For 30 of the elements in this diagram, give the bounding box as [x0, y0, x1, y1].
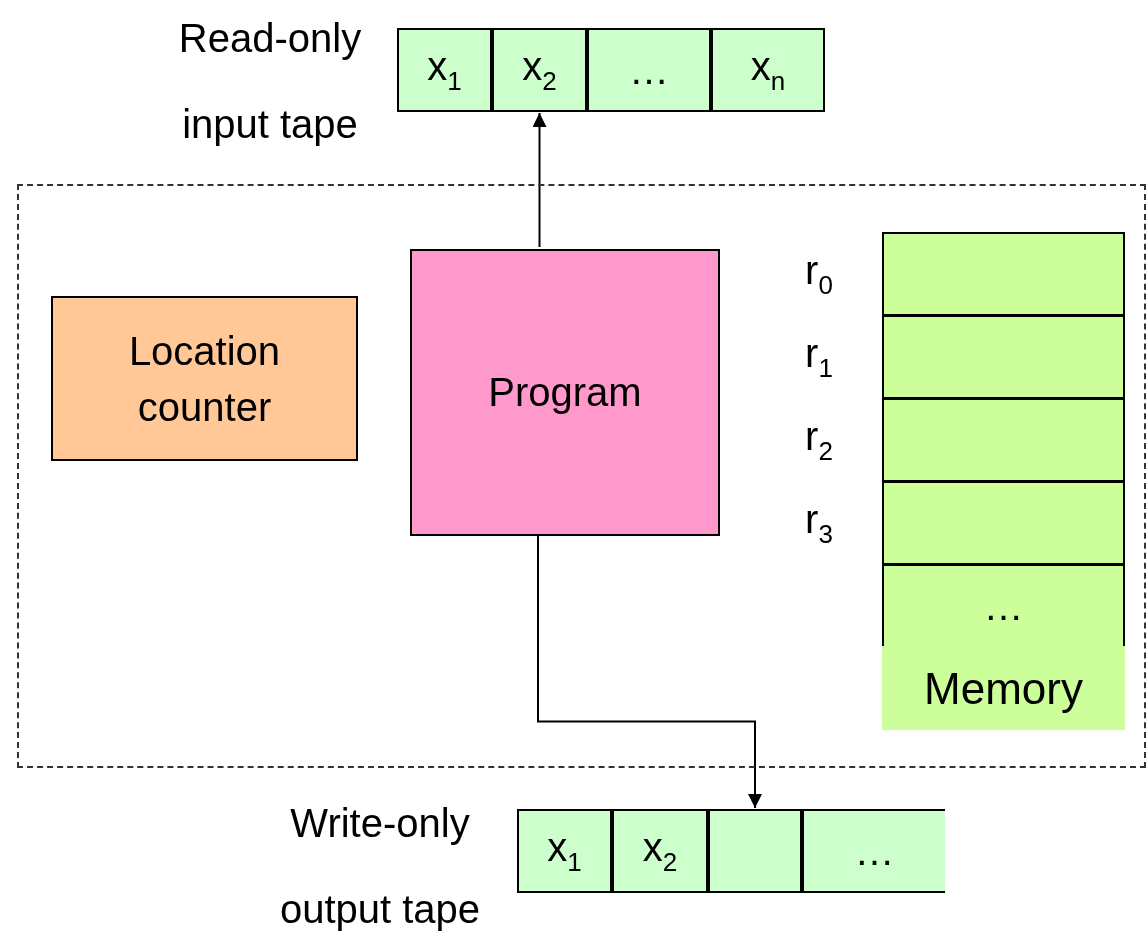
- tape-cell: [492, 28, 587, 112]
- tape-symbol: x$_{1}$: [427, 43, 462, 97]
- arrow: [532, 112, 547, 248]
- tape-symbol: …: [629, 47, 669, 93]
- program-label: Program: [488, 370, 642, 415]
- ellipsis: …: [983, 583, 1024, 629]
- tape-cell: [612, 809, 708, 893]
- input-tape-label: Read-only input tape: [177, 15, 363, 148]
- register-name: r$_{1}$: [804, 331, 834, 384]
- tape-cell: [397, 28, 492, 112]
- tape-cell: [517, 809, 612, 893]
- memory-label: Memory: [924, 664, 1083, 714]
- counter-label: Location counter: [127, 327, 282, 431]
- program-box: [410, 249, 720, 536]
- register-cell: [882, 564, 1125, 646]
- register-name: r$_{0}$: [804, 248, 834, 301]
- counter-box: [51, 296, 358, 461]
- tape-cell: [802, 809, 945, 893]
- tape-cell: [587, 28, 711, 112]
- tape-symbol: x$_{2}$: [522, 43, 557, 97]
- machine-boundary: [17, 184, 1146, 768]
- tape-symbol: x$_{1}$: [547, 824, 582, 878]
- register-name: r$_{2}$: [804, 414, 834, 467]
- tape-symbol: x$_{n}$: [750, 43, 786, 97]
- tape-symbol: x$_{2}$: [642, 824, 678, 878]
- tape-symbol: …: [854, 828, 895, 874]
- tape-cell: [711, 28, 825, 112]
- output-tape-label: Write-only output tape: [278, 800, 482, 933]
- tape-cell: [708, 809, 802, 893]
- register-name: r$_{3}$: [804, 497, 834, 550]
